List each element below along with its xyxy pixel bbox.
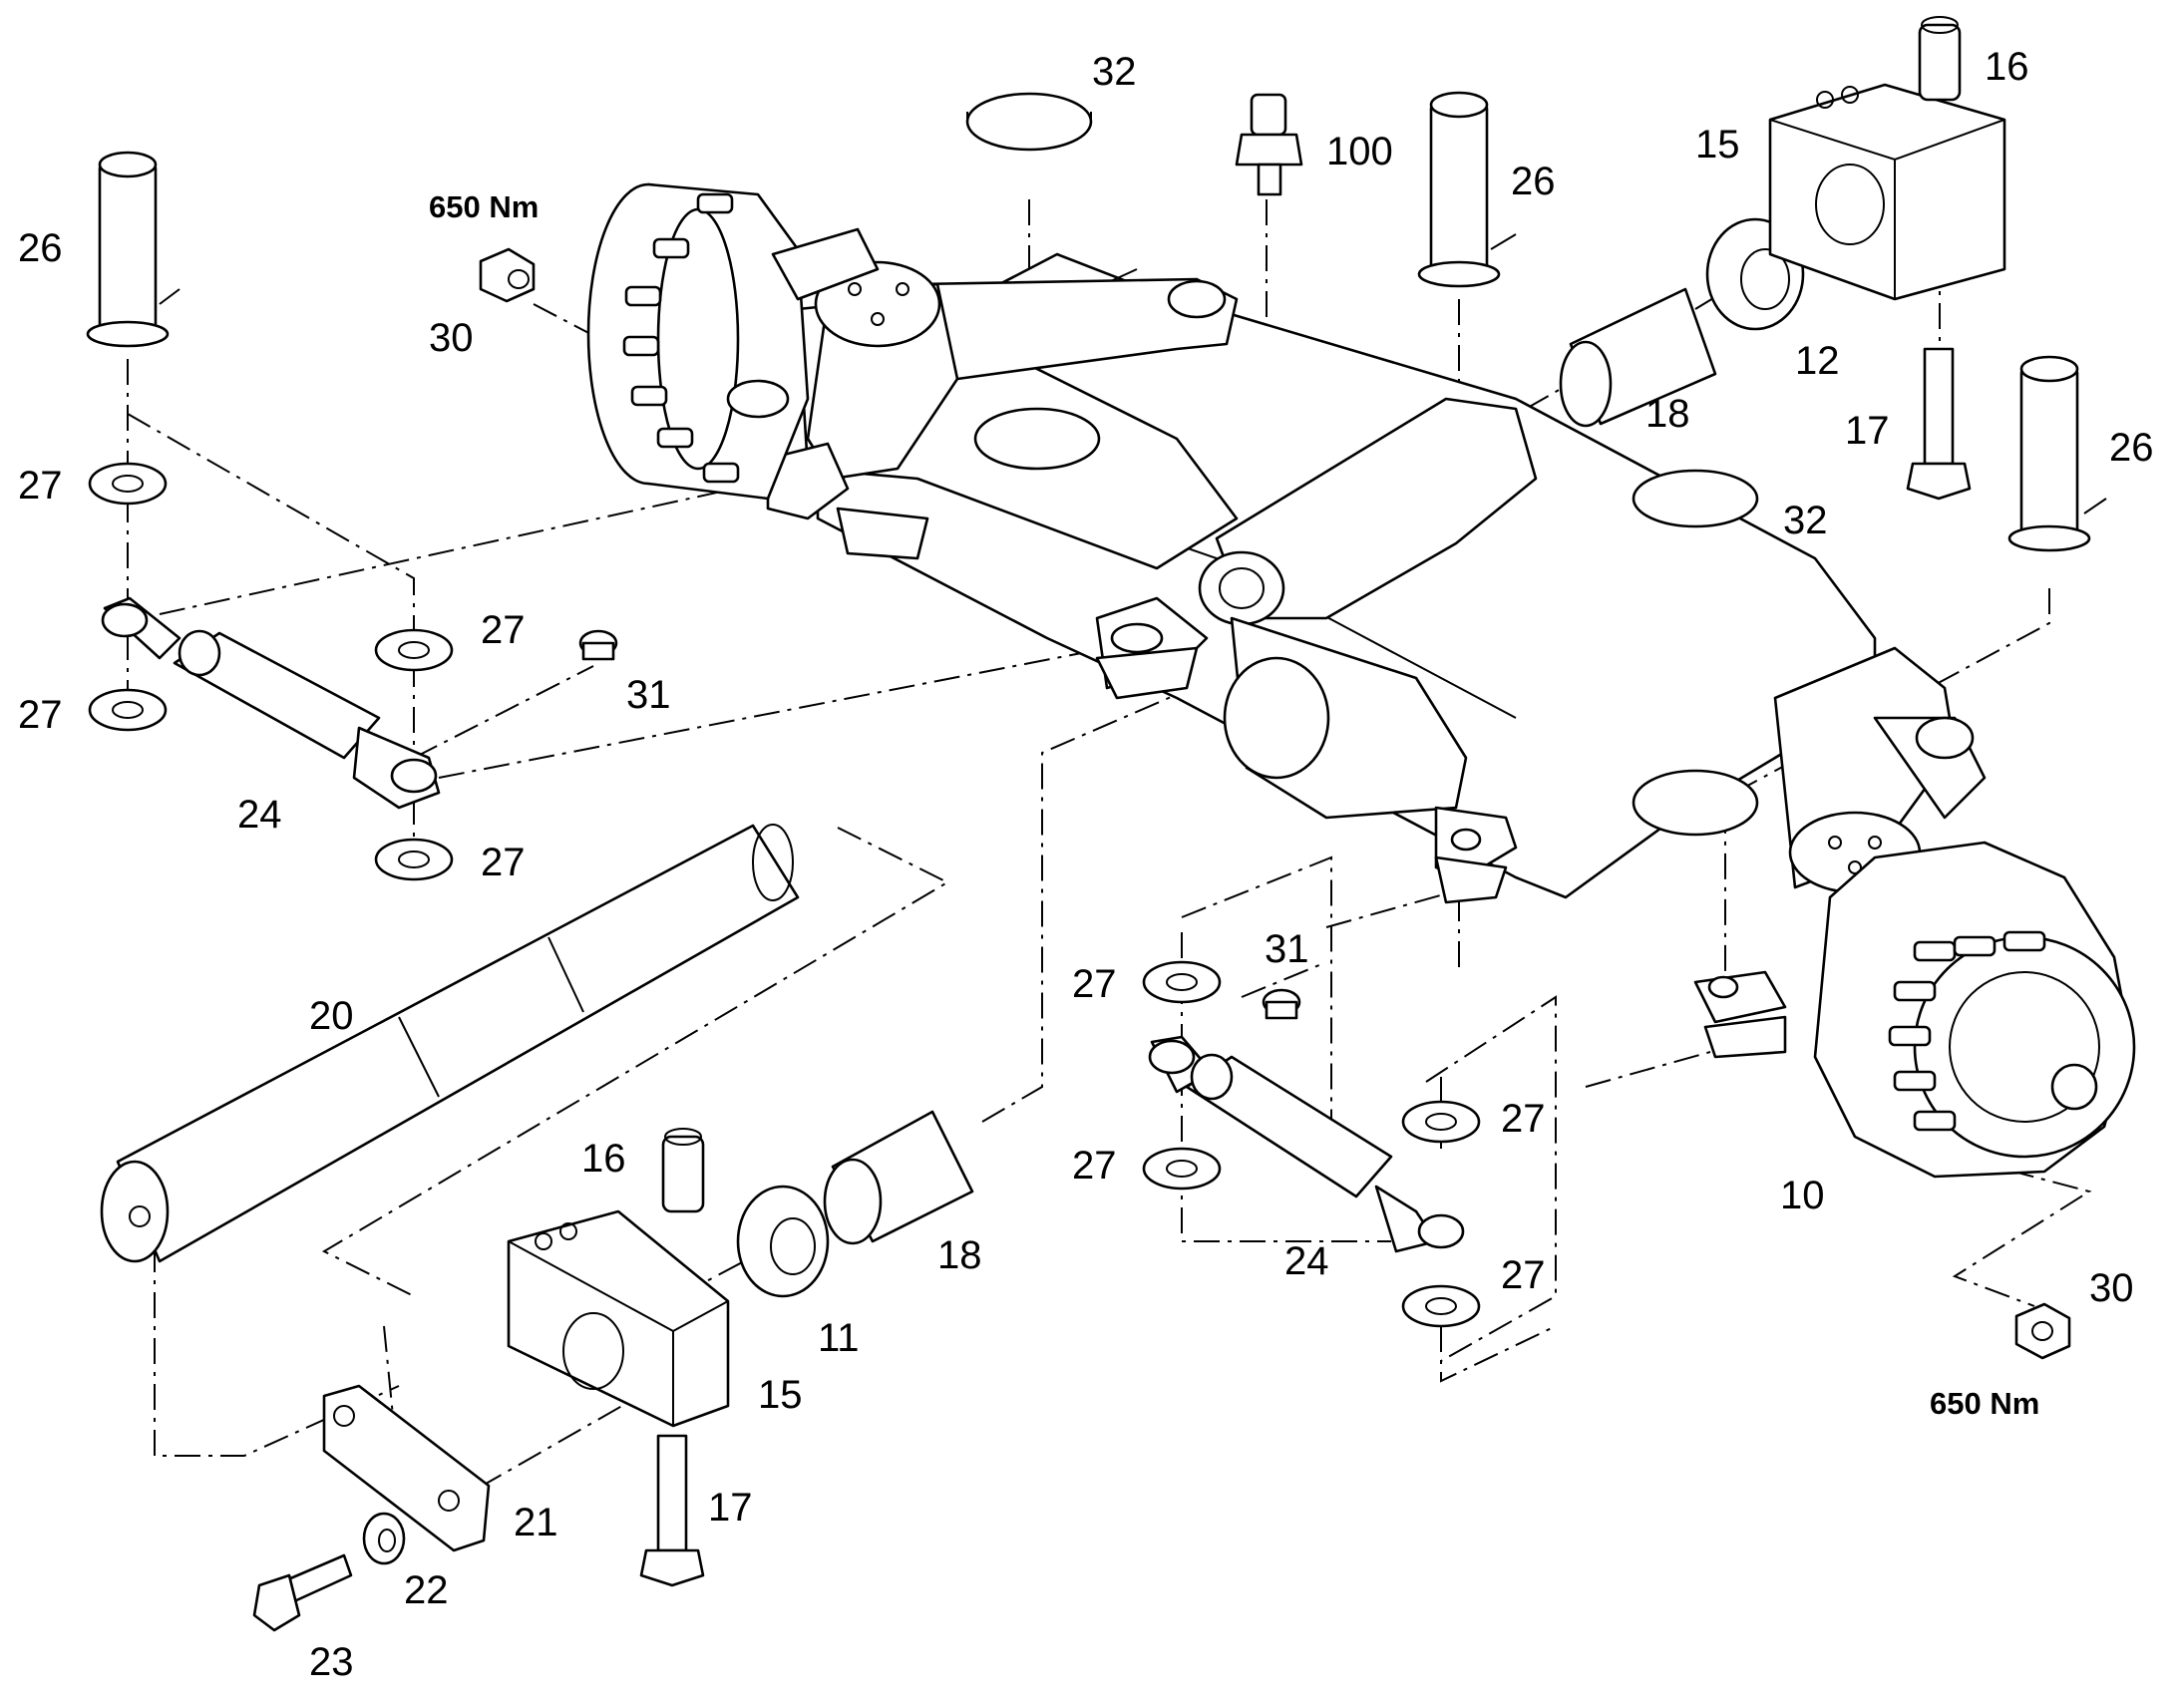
pin-26-left bbox=[86, 151, 181, 348]
torque-labels: 650 Nm 650 Nm bbox=[429, 189, 2039, 1421]
label-23: 23 bbox=[309, 1640, 354, 1684]
pin-26-right bbox=[2007, 355, 2107, 552]
label-21: 21 bbox=[514, 1501, 558, 1544]
fitting-31-right bbox=[1262, 988, 1301, 1020]
label-27b: 27 bbox=[18, 693, 63, 737]
bushing-18-lower bbox=[823, 1110, 974, 1245]
pin-26-center bbox=[1417, 91, 1517, 288]
breather-100 bbox=[1235, 93, 1303, 196]
label-17a: 17 bbox=[1845, 409, 1890, 453]
plate-21 bbox=[322, 1384, 491, 1552]
axle-housing bbox=[586, 182, 2136, 1179]
nut-30-right bbox=[2014, 1302, 2071, 1360]
label-15b: 15 bbox=[758, 1373, 803, 1417]
torque-left: 650 Nm bbox=[429, 189, 539, 224]
label-24a: 24 bbox=[237, 793, 282, 837]
label-18a: 18 bbox=[1645, 392, 1690, 436]
label-27g: 27 bbox=[1501, 1097, 1546, 1141]
cylinder-24-left bbox=[101, 596, 441, 810]
label-32a: 32 bbox=[1092, 50, 1137, 94]
label-26a: 26 bbox=[18, 226, 63, 270]
label-16b: 16 bbox=[581, 1137, 626, 1181]
label-15a: 15 bbox=[1695, 123, 1740, 167]
block-15-bottom bbox=[507, 1209, 730, 1428]
fitting-31-left bbox=[578, 629, 618, 661]
label-11: 11 bbox=[818, 1316, 860, 1360]
plug-32-top bbox=[965, 92, 1093, 152]
dowel-16-bottom bbox=[661, 1128, 705, 1213]
label-26b: 26 bbox=[1511, 160, 1556, 203]
label-30a: 30 bbox=[429, 316, 474, 360]
label-10: 10 bbox=[1780, 1174, 1825, 1217]
label-27a: 27 bbox=[18, 464, 63, 508]
label-26c: 26 bbox=[2109, 426, 2154, 470]
label-12: 12 bbox=[1795, 339, 1840, 383]
label-30b: 30 bbox=[2089, 1266, 2134, 1310]
label-27e: 27 bbox=[1072, 962, 1117, 1006]
left-hub-studs bbox=[622, 192, 740, 484]
washer-11 bbox=[736, 1185, 830, 1298]
label-100: 100 bbox=[1326, 130, 1393, 173]
label-27f: 27 bbox=[1072, 1144, 1117, 1188]
label-16a: 16 bbox=[1985, 45, 2029, 89]
plug-32-right bbox=[1632, 469, 1759, 528]
label-27d: 27 bbox=[481, 841, 526, 884]
bushing-18-upper bbox=[1559, 287, 1717, 428]
bolt-23 bbox=[252, 1553, 353, 1632]
nut-30-left bbox=[479, 247, 536, 303]
label-17b: 17 bbox=[708, 1486, 753, 1530]
label-22: 22 bbox=[404, 1568, 449, 1612]
block-15-top bbox=[1768, 83, 2006, 301]
label-32b: 32 bbox=[1783, 499, 1828, 542]
label-27h: 27 bbox=[1501, 1253, 1546, 1297]
callout-labels: 10 11 12 15 15 16 16 17 17 18 18 20 21 2… bbox=[18, 45, 2154, 1684]
shaft-20 bbox=[100, 824, 800, 1263]
bolt-17-top bbox=[1906, 347, 1972, 501]
label-31b: 31 bbox=[1265, 927, 1309, 971]
washers-27 bbox=[88, 462, 1481, 1328]
label-31a: 31 bbox=[626, 673, 671, 717]
label-20: 20 bbox=[309, 994, 354, 1038]
label-24b: 24 bbox=[1284, 1239, 1329, 1283]
right-hub-studs bbox=[1888, 930, 2046, 1132]
bolt-17-bottom bbox=[639, 1434, 705, 1587]
dowel-16-top bbox=[1918, 16, 1962, 102]
torque-right: 650 Nm bbox=[1930, 1386, 2039, 1421]
cylinder-24-right bbox=[1148, 1035, 1465, 1253]
washer-22 bbox=[362, 1512, 406, 1565]
label-18b: 18 bbox=[937, 1233, 982, 1277]
label-27c: 27 bbox=[481, 608, 526, 652]
